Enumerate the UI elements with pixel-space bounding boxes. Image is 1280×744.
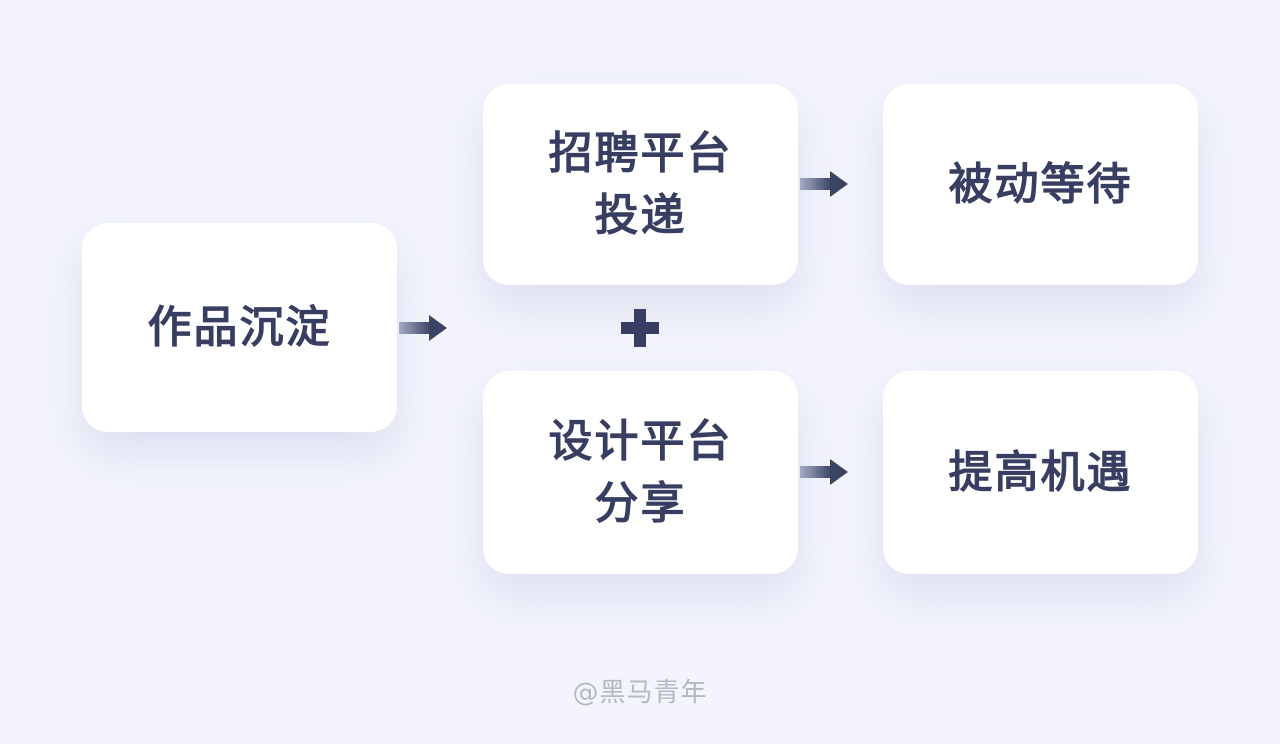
watermark: @黑马青年 <box>572 678 708 708</box>
source-card: 作品沉淀 <box>82 223 397 432</box>
method-card-design: 设计平台 分享 <box>483 371 798 574</box>
outcome-card-opportunity: 提高机遇 <box>883 371 1198 574</box>
method-card-recruitment-line1: 招聘平台 <box>548 127 733 179</box>
method-card-recruitment: 招聘平台 投递 <box>483 84 798 285</box>
source-card-label: 作品沉淀 <box>147 301 332 353</box>
arrow-right-icon <box>800 459 848 485</box>
arrow-right-icon <box>800 171 848 197</box>
outcome-card-opportunity-label: 提高机遇 <box>948 446 1133 498</box>
method-card-design-line2: 分享 <box>594 477 687 529</box>
outcome-card-waiting-label: 被动等待 <box>948 158 1133 210</box>
method-card-design-line1: 设计平台 <box>548 415 733 467</box>
method-card-recruitment-line2: 投递 <box>594 189 687 241</box>
outcome-card-waiting: 被动等待 <box>883 84 1198 285</box>
plus-icon <box>621 309 659 347</box>
arrow-right-icon <box>399 315 447 341</box>
